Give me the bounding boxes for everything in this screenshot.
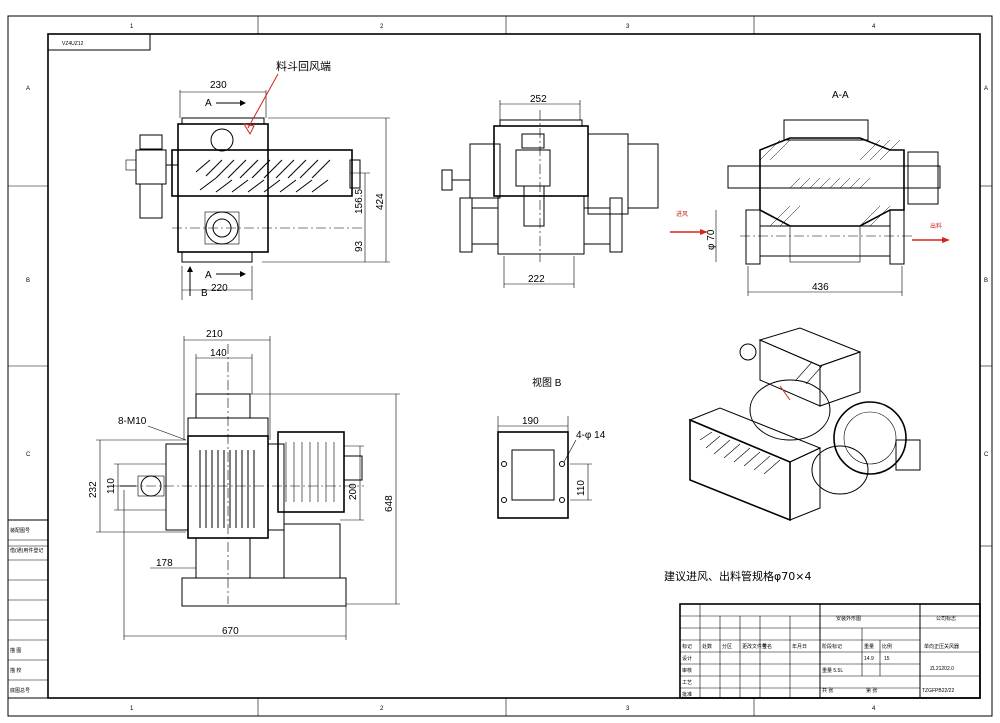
dim-front-base: 220 [211,283,228,294]
header-4: 签名 [762,643,772,650]
header-3: 更改文件号 [742,643,767,650]
dim-plan-648: 648 [384,495,395,512]
dim-plan-178: 178 [156,558,173,569]
code-secondary: TZGFPB22/22 [922,688,954,694]
reg-row-1: 借(通)用件登记 [10,547,43,554]
header-2: 分区 [722,643,732,650]
header-0: 标记 [682,643,692,650]
iso-louvres [699,431,781,475]
reg-row-6: 描 图 [10,647,21,654]
corner-code: VZ4UZ12 [62,41,84,47]
cell-2: 比例 [882,643,892,650]
plan-fins [199,450,255,528]
air-out-label: 出料 [930,222,942,230]
front-louvres [195,159,331,193]
zone-letter-a: A [26,86,30,92]
role-1: 审核 [682,667,692,674]
role-2: 工艺 [682,680,692,686]
isometric-view [688,327,921,522]
view-b-title: 视图 B [532,376,562,389]
view-a-label-bottom: A [205,270,212,281]
hopper-return-air-label: 料斗回风端 [276,59,331,73]
front-view: 230 A A B 220 424 156.5 93 料斗回风端 [125,59,390,300]
dim-plan-140: 140 [210,348,227,359]
company-mark: 公司标志 [936,615,956,622]
header-5: 年月日 [792,643,807,650]
header-1: 处数 [702,643,712,650]
role-3: 批准 [682,691,692,698]
zone-number-3-bottom: 3 [626,706,630,712]
view-a-label-top: A [205,98,212,109]
cell-4: 第 张 [866,687,877,694]
scale-den: 15 [884,656,890,662]
dim-flange-190: 190 [522,416,539,427]
dim-flange-110: 110 [576,480,587,496]
zone-number-1-bottom: 1 [130,706,134,712]
zone-letter-b: B [26,278,30,284]
side-view: 252 222 [441,94,659,288]
dim-plan-200: 200 [348,483,359,500]
reg-row-7: 描 校 [10,667,21,674]
dim-plan-670: 670 [222,626,239,637]
title-block: 安装外形图 公司标志 单向正压关风器 ZL21202.0 TZGFPB22/22… [679,603,981,699]
cell-0: 阶段标记 [822,643,842,650]
dim-front-width: 230 [210,80,227,91]
dim-front-center: 156.5 [354,189,365,214]
role-0: 设计 [682,655,692,662]
zone-number-4-bottom: 4 [872,706,876,712]
dim-side-top: 252 [530,94,547,105]
dim-plan-232: 232 [88,481,99,498]
section-a-a: A-A 进风 出料 φ 70 4 [670,90,950,296]
zone-number-2-bottom: 2 [380,706,384,712]
scale-num: 14.9 [864,656,874,662]
zone-number-4: 4 [872,24,876,30]
zone-letter-c-right: C [984,452,989,458]
motor-fins [285,442,335,502]
zone-number-2: 2 [380,24,384,30]
section-title: A-A [832,90,849,101]
reg-row-0: 装配图号 [10,527,30,534]
zone-letter-c: C [26,452,31,458]
dim-plan-210: 210 [206,329,223,340]
zone-letter-b-right: B [984,278,988,284]
air-in-label: 进风 [676,210,688,218]
view-b-label: B [201,288,208,299]
dim-side-bottom: 222 [528,274,545,285]
bolt-label: 8-M10 [118,416,147,427]
drawing-name: 安装外形图 [836,615,861,622]
view-b-flange: 视图 B 190 4-φ 14 110 [497,376,606,519]
zone-number-3: 3 [626,24,630,30]
product-name: 单向正压关风器 [924,643,959,650]
left-registration-block: 装配图号 借(通)用件登记 描 图 描 校 底图总号 [7,519,49,699]
pipe-spec-note: 建议进风、出料管规格φ70×4 [664,569,811,583]
code-primary: ZL21202.0 [930,666,954,672]
cell-3: 共 张 [822,687,833,694]
pipe-dia-label: φ 70 [706,229,717,250]
section-hatching [759,139,901,227]
reg-row-8: 底图总号 [10,687,30,694]
dim-front-lower: 93 [354,240,365,252]
zone-number-1: 1 [130,24,134,30]
dim-plan-110: 110 [106,478,117,494]
dim-section-length: 436 [812,282,829,293]
sheet-frame: 1 2 3 4 1 2 3 4 A B C A B C VZ4UZ12 [7,15,993,717]
plan-view: 210 140 8-M10 232 110 178 200 648 670 [88,329,400,640]
dim-front-height: 424 [375,193,386,210]
cell-1: 重量 [864,643,874,650]
weight-cell: 重量 5.5L [822,667,843,674]
zone-letter-a-right: A [984,86,988,92]
hole-label: 4-φ 14 [576,430,606,441]
